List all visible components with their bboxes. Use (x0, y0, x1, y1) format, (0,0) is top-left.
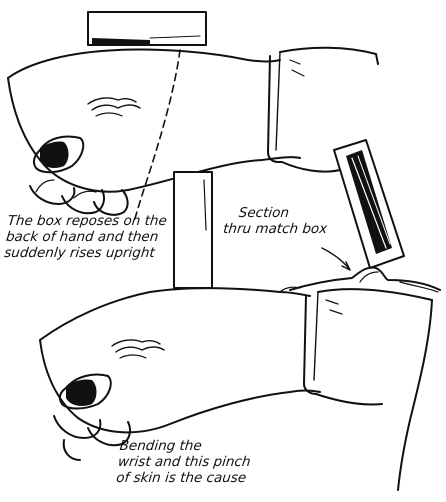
caption-box-reposes-line2: back of hand and then (5, 229, 166, 245)
caption-bending-line2: wrist and this pinch (117, 454, 251, 470)
caption-bending-line1: Bending the (119, 438, 253, 454)
caption-box-reposes: The box reposes on the back of hand and … (3, 213, 167, 261)
standing-matchbox (174, 172, 212, 288)
caption-section: Section thru match box (222, 205, 329, 237)
caption-box-reposes-line1: The box reposes on the (7, 213, 168, 229)
caption-section-line2: thru match box (222, 221, 328, 237)
caption-box-reposes-line3: suddenly rises upright (3, 245, 164, 261)
caption-section-line1: Section (224, 205, 330, 221)
caption-bending: Bending the wrist and this pinch of skin… (115, 438, 252, 486)
caption-bending-line3: of skin is the cause (115, 470, 249, 486)
